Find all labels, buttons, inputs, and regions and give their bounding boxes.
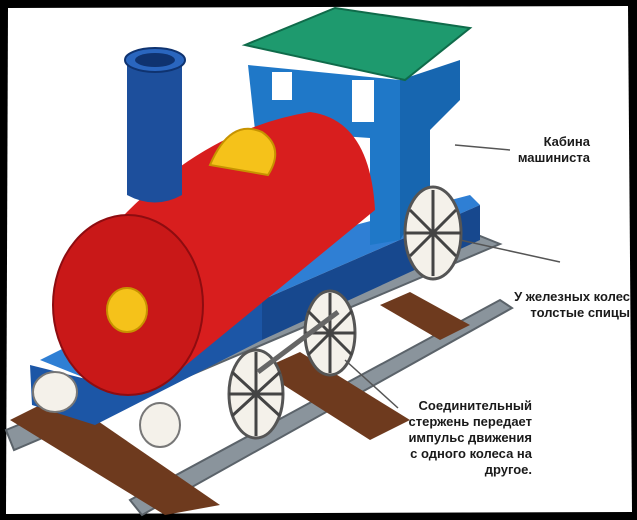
label-rod-line: другое.	[484, 462, 532, 477]
boiler-front-hub	[106, 287, 148, 333]
chimney	[124, 47, 186, 203]
label-cabin-line: машиниста	[517, 150, 590, 165]
sleeper	[10, 395, 220, 515]
sleeper	[380, 292, 470, 340]
label-spokes-line: У железных колес	[514, 289, 630, 304]
connecting-rod	[256, 310, 340, 374]
dome	[208, 127, 277, 177]
label-rod-line: с одного колеса на	[410, 446, 532, 461]
chimney-stack	[127, 62, 182, 203]
label-cabin-line: Кабина	[543, 134, 590, 149]
front-wheels	[227, 185, 463, 440]
cabin-window-left	[272, 72, 292, 100]
leader-rod	[344, 359, 399, 409]
chimney-opening	[135, 53, 175, 67]
label-spokes-line: толстые спицы	[530, 305, 630, 320]
leader-spokes	[459, 239, 561, 263]
label-rod-line: импульс движения	[408, 430, 532, 445]
cabin-roof	[241, 6, 473, 82]
label-spokes: У железных колес толстые спицы	[450, 289, 630, 321]
leader-cabin	[454, 144, 511, 151]
label-rod-line: Соединительный	[418, 398, 532, 413]
label-rod: Соединительный стержень передает импульс…	[380, 398, 532, 478]
label-cabin: Кабина машиниста	[470, 134, 590, 166]
leader-lines	[344, 144, 561, 409]
wheel-back-left	[32, 371, 78, 413]
cabin-side	[400, 60, 460, 240]
wheel-back-right	[139, 402, 181, 448]
cabin	[241, 6, 473, 245]
cabin-window-right	[352, 80, 374, 122]
back-wheels	[32, 371, 181, 448]
label-rod-line: стержень передает	[408, 414, 533, 429]
sleeper	[260, 352, 410, 440]
